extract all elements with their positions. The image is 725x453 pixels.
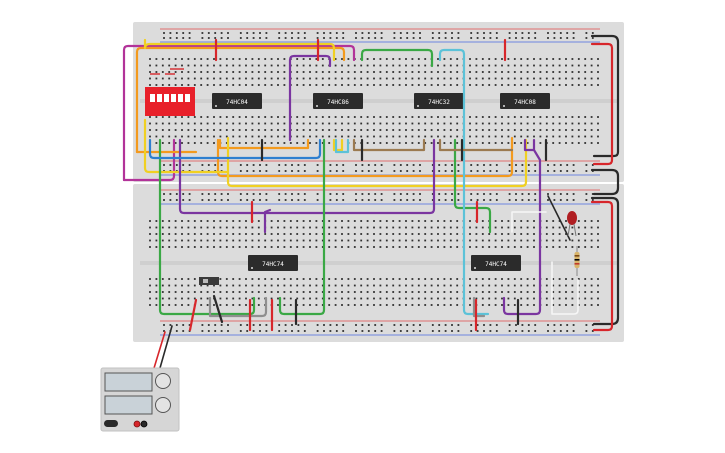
chip-74hc74-right[interactable]: 74HC74 [471, 255, 521, 271]
power-button[interactable] [104, 420, 118, 427]
wire-white [511, 211, 547, 233]
wire-black [590, 168, 620, 196]
wire-black [590, 34, 620, 158]
wire-purple [523, 138, 535, 152]
chip-74hc86[interactable]: 74HC86 [313, 93, 363, 109]
wire-yellow [143, 118, 230, 174]
positive-terminal[interactable] [133, 420, 141, 428]
wire-yellow [143, 38, 336, 62]
red-led [567, 211, 577, 237]
wire-purple [178, 138, 436, 215]
power-supply[interactable] [100, 367, 180, 432]
wire-blue [148, 138, 322, 160]
wire-brown [438, 138, 514, 152]
current-knob[interactable] [155, 397, 171, 413]
wire-gray [208, 296, 268, 318]
wire-purple [288, 54, 332, 142]
chip-74hc08[interactable]: 74HC08 [500, 93, 550, 109]
chip-74hc32[interactable]: 74HC32 [414, 93, 464, 109]
power-supply-display [104, 395, 153, 415]
wire-white [551, 261, 579, 315]
wire-yellow [226, 136, 528, 188]
wire-orange [135, 46, 346, 154]
wire-purple [263, 208, 272, 234]
chip-label: 74HC32 [428, 99, 450, 106]
chip-label: 74HC08 [514, 99, 536, 106]
breadboard-holes [149, 32, 599, 332]
wire-red [590, 200, 614, 332]
wire-black [547, 195, 571, 241]
voltage-knob[interactable] [155, 373, 171, 389]
wire-red [188, 298, 198, 332]
chip-label: 74HC74 [485, 261, 507, 268]
chip-label: 74HC74 [262, 261, 284, 268]
wire-cyan [438, 48, 490, 316]
slide-switch[interactable] [199, 277, 219, 285]
wire-green [360, 48, 434, 68]
gutter-bottom [140, 261, 617, 265]
dip-switch[interactable] [145, 87, 195, 116]
wire-red [590, 42, 614, 166]
dip-switch-marks [150, 68, 184, 75]
wire-yellow [332, 138, 344, 152]
chip-74hc74-left[interactable]: 74HC74 [248, 255, 298, 271]
wire-black [212, 294, 224, 324]
wire-purple [502, 138, 542, 316]
gutter-top [140, 99, 617, 103]
wire-magenta [122, 138, 176, 182]
wire-brown [352, 138, 426, 152]
negative-terminal[interactable] [140, 420, 148, 428]
wire-green [158, 138, 256, 316]
wire-magenta [122, 44, 356, 182]
wire-cyan [334, 138, 350, 154]
wire-green [453, 138, 492, 234]
chip-74hc04[interactable]: 74HC04 [212, 93, 262, 109]
chip-label: 74HC04 [226, 99, 248, 106]
wire-black [590, 196, 620, 326]
wire-green [278, 138, 326, 316]
resistor [574, 246, 580, 276]
power-supply-display [104, 372, 153, 392]
wire-gray [472, 296, 486, 318]
chip-label: 74HC86 [327, 99, 349, 106]
wire-orange [216, 136, 514, 178]
wire-orange [218, 138, 310, 150]
